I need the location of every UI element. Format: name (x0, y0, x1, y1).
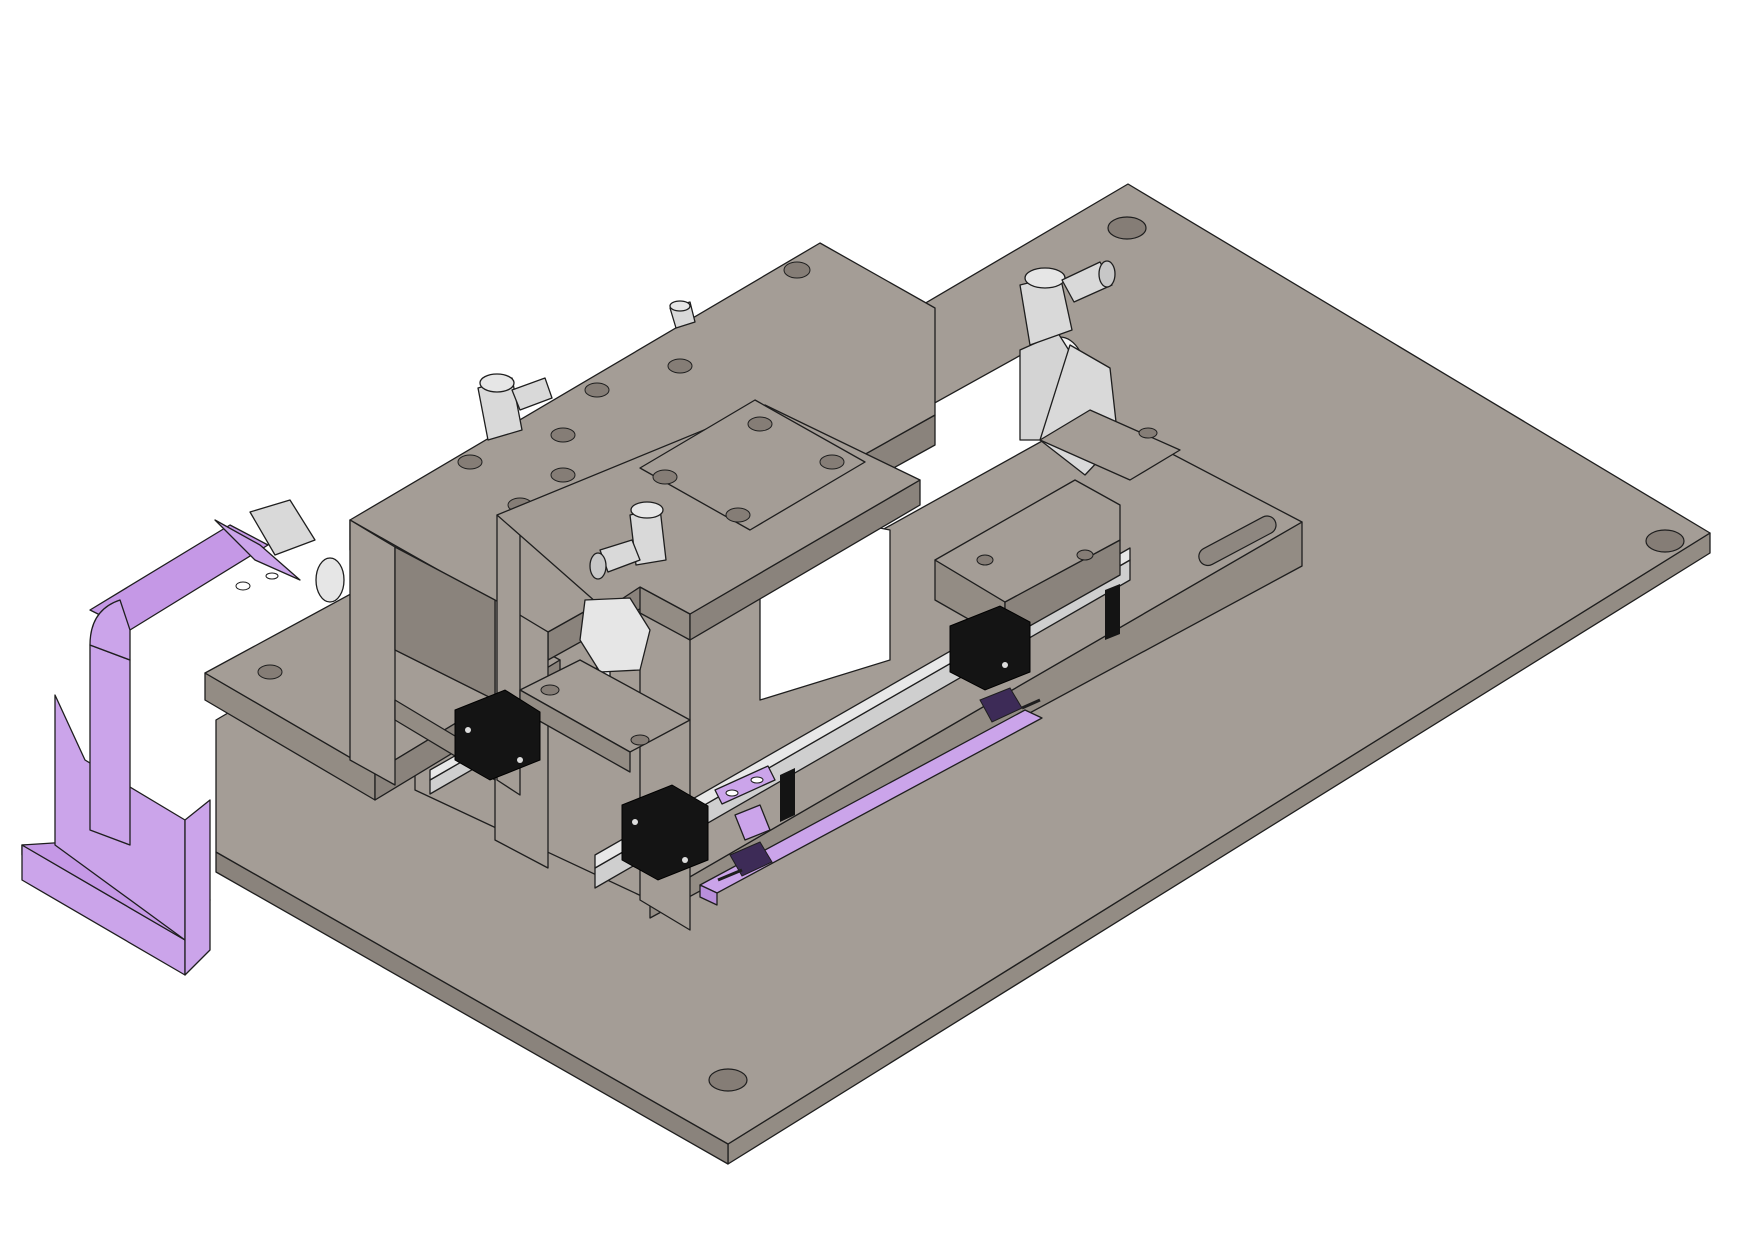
plate-hole (652, 469, 678, 485)
end-block-top (934, 479, 1121, 603)
clamp-slot (725, 789, 739, 797)
plate-hole (1645, 529, 1685, 553)
push-in-fitting (477, 373, 553, 441)
center-upright-front (639, 609, 691, 931)
rail-end-stop (780, 768, 795, 822)
rail-carriage (949, 605, 1031, 691)
limit-sensor (979, 687, 1041, 723)
sensor-cable (717, 868, 743, 882)
upright-left-front (349, 519, 396, 786)
plate-hole (667, 358, 693, 374)
limit-sensor (717, 841, 773, 882)
slide-plate (519, 659, 691, 773)
plate-hole (708, 1068, 748, 1092)
plate-hole (819, 454, 845, 470)
plate-hole (1107, 216, 1147, 240)
sensor-strip-front (699, 884, 718, 906)
cylinder-hex-nut (579, 597, 651, 673)
bolt-hole (257, 664, 283, 680)
push-in-fitting (249, 499, 345, 603)
right-end-block (934, 479, 1121, 641)
purple-bracket (21, 519, 301, 976)
sensor-body-front (729, 841, 773, 877)
clamp-slot (750, 776, 764, 784)
sensor-flag (734, 804, 771, 841)
fitting-body (249, 499, 316, 556)
plate-hole (457, 454, 483, 470)
bracket-bend (89, 599, 131, 661)
rail-end-stop (1105, 584, 1120, 640)
carriage-screw (465, 727, 471, 733)
carriage-screw (1002, 662, 1008, 668)
plate-hole (747, 416, 773, 432)
bolt-hole (1076, 549, 1094, 561)
carriage-screw (632, 819, 638, 825)
bolt-hole (976, 554, 994, 566)
bracket-hole (235, 581, 251, 591)
bracket-hole (265, 572, 279, 580)
plate-hole (550, 427, 576, 443)
carriage-front (621, 784, 709, 881)
fitting-elbow (511, 377, 553, 411)
bracket-back-edge (184, 799, 211, 976)
carriage-screw (682, 857, 688, 863)
bolt-hole (1138, 427, 1158, 439)
rail-carriage (621, 784, 709, 881)
push-in-fitting (1019, 260, 1116, 346)
bracket-clamp-tab (214, 519, 301, 581)
carriage-screw (517, 757, 523, 763)
carriage-right (949, 605, 1031, 691)
pivot-mount-base (1039, 409, 1181, 481)
push-in-fitting (589, 501, 667, 580)
hex-nut-face (579, 597, 651, 673)
bolt-hole (630, 734, 650, 746)
cylinder-pivot-mount (1039, 344, 1181, 481)
fitting-top (479, 373, 515, 393)
push-in-fitting (669, 300, 696, 329)
plate-hole (725, 507, 751, 523)
plate-hole (550, 467, 576, 483)
sensor-cable (1021, 698, 1041, 710)
fitting-top (1024, 267, 1066, 289)
plate-hole (584, 382, 610, 398)
fitting-port (1098, 260, 1116, 288)
square-cap-plate (639, 399, 866, 531)
sensor-bracket (699, 709, 1043, 906)
rail-carriage (454, 689, 541, 781)
fitting-top (630, 501, 664, 519)
fitting-port (315, 557, 345, 603)
plate-hole (783, 261, 811, 279)
bracket-upright (89, 644, 131, 846)
bolt-hole (540, 684, 560, 696)
fitting-top (669, 300, 691, 312)
adjust-slot (1198, 515, 1277, 567)
fitting-port (589, 552, 607, 580)
